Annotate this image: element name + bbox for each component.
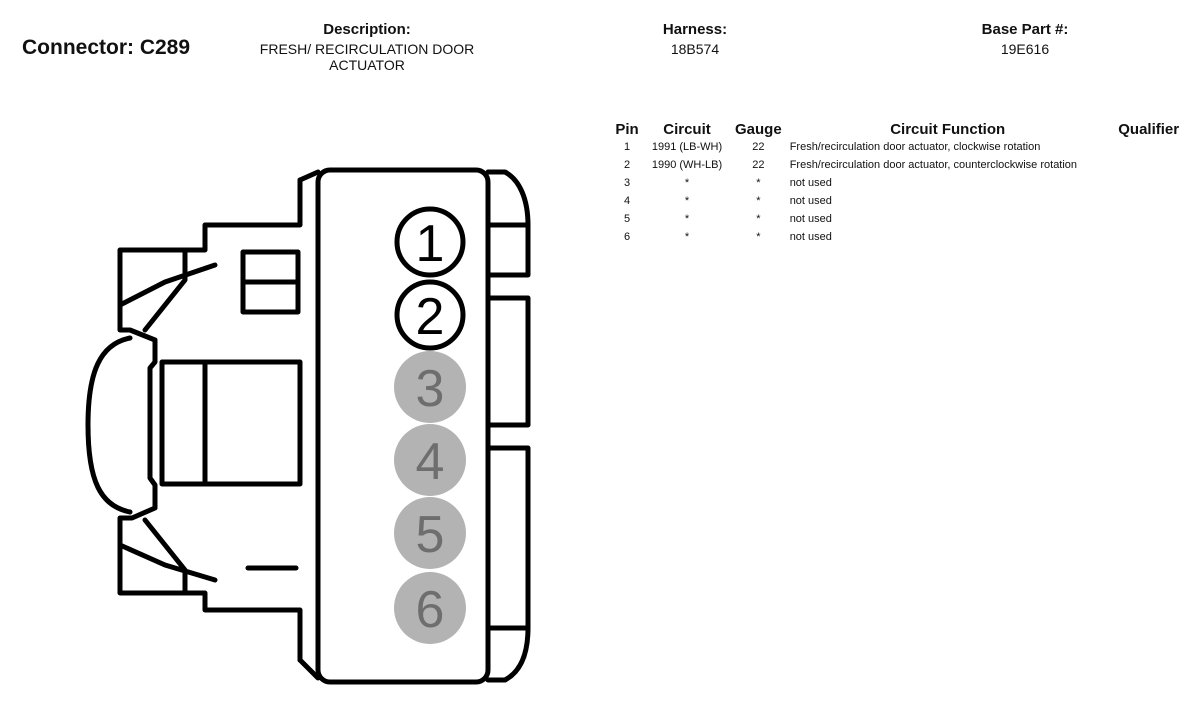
pin-6-fill bbox=[394, 572, 466, 644]
pin-cavity-6: 6 bbox=[394, 572, 466, 644]
cell-qualifier bbox=[1110, 210, 1188, 228]
pin-3-label: 3 bbox=[416, 360, 445, 418]
right-lock-bottom bbox=[485, 445, 531, 683]
cell-circuit: * bbox=[684, 177, 690, 189]
pin-4-fill bbox=[394, 424, 466, 496]
connector-diagram: 1 2 3 4 5 6 bbox=[85, 167, 531, 685]
cell-gauge: * bbox=[756, 231, 761, 243]
column-header-qualifier: Qualifier bbox=[1118, 121, 1180, 138]
column-header-pin: Pin bbox=[615, 121, 639, 138]
cell-pin: 1 bbox=[623, 141, 631, 153]
cell-circuit: * bbox=[684, 213, 690, 225]
cell-function: not used bbox=[789, 195, 832, 207]
pin-cavity-4: 4 bbox=[394, 424, 466, 496]
column-header-gauge: Gauge bbox=[735, 121, 782, 138]
cell-qualifier bbox=[1110, 156, 1188, 174]
cell-pin: 4 bbox=[623, 195, 631, 207]
pin-1-label: 1 bbox=[416, 215, 445, 273]
harness-label: Harness: bbox=[662, 21, 728, 38]
pin-1-ring bbox=[394, 206, 466, 278]
table-row: 3 * * not used bbox=[611, 174, 1188, 192]
table-row: 5 * * not used bbox=[611, 210, 1188, 228]
pin-table-header: Pin Circuit Gauge Circuit Function Quali… bbox=[611, 118, 1188, 138]
cell-gauge: * bbox=[756, 195, 761, 207]
cell-gauge: * bbox=[756, 177, 761, 189]
pin-3-fill bbox=[394, 351, 466, 423]
pin-2-ring bbox=[394, 279, 466, 351]
pin-cavity-5: 5 bbox=[394, 497, 466, 569]
cell-gauge: 22 bbox=[752, 159, 765, 171]
table-row: 6 * * not used bbox=[611, 228, 1188, 246]
cell-function: Fresh/recirculation door actuator, count… bbox=[789, 159, 1078, 171]
pin-table: Pin Circuit Gauge Circuit Function Quali… bbox=[611, 118, 1188, 246]
description-label: Description: bbox=[323, 21, 411, 38]
right-lock-middle bbox=[485, 295, 531, 428]
description-line-1: FRESH/ RECIRCULATION DOOR bbox=[259, 41, 475, 57]
pin-5-label: 5 bbox=[416, 506, 445, 564]
cell-circuit: * bbox=[684, 195, 690, 207]
cell-circuit: 1990 (WH-LB) bbox=[651, 159, 723, 171]
housing-rib-top bbox=[297, 169, 321, 681]
cell-pin: 6 bbox=[623, 231, 631, 243]
cell-qualifier bbox=[1110, 138, 1188, 156]
pin-cavity-3: 3 bbox=[394, 351, 466, 423]
description-line-2: ACTUATOR bbox=[329, 57, 405, 73]
cell-function: Fresh/recirculation door actuator, clock… bbox=[789, 141, 1041, 153]
pin-cavity-1: 1 bbox=[394, 206, 466, 278]
base-part-block: Base Part #: 19E616 bbox=[940, 21, 1110, 57]
latch-bump bbox=[85, 335, 133, 515]
table-row: 1 1991 (LB-WH) 22 Fresh/recirculation do… bbox=[611, 138, 1188, 156]
column-header-circuit-function: Circuit Function bbox=[890, 121, 1006, 138]
cell-qualifier bbox=[1110, 192, 1188, 210]
pin-5-fill bbox=[394, 497, 466, 569]
cell-function: not used bbox=[789, 177, 832, 189]
cell-gauge: 22 bbox=[752, 141, 765, 153]
harness-value: 18B574 bbox=[670, 41, 720, 57]
cell-pin: 5 bbox=[623, 213, 631, 225]
cell-circuit: 1991 (LB-WH) bbox=[651, 141, 723, 153]
table-row: 4 * * not used bbox=[611, 192, 1188, 210]
pin-6-label: 6 bbox=[416, 581, 445, 639]
harness-block: Harness: 18B574 bbox=[630, 21, 760, 57]
base-part-value: 19E616 bbox=[1000, 41, 1050, 57]
cell-pin: 3 bbox=[623, 177, 631, 189]
pin-4-label: 4 bbox=[416, 433, 445, 491]
inner-window bbox=[159, 359, 303, 487]
pin-2-label: 2 bbox=[416, 288, 445, 346]
latch-arm-lower bbox=[117, 517, 218, 596]
table-row: 2 1990 (WH-LB) 22 Fresh/recirculation do… bbox=[611, 156, 1188, 174]
base-part-label: Base Part #: bbox=[981, 21, 1069, 38]
cell-qualifier bbox=[1110, 174, 1188, 192]
latch-arm-upper bbox=[117, 247, 218, 333]
connector-title: Connector: C289 bbox=[22, 36, 191, 59]
description-block: Description: FRESH/ RECIRCULATION DOOR A… bbox=[236, 21, 498, 73]
cell-gauge: * bbox=[756, 213, 761, 225]
pin-cavity-2: 2 bbox=[394, 279, 466, 351]
cell-qualifier bbox=[1110, 228, 1188, 246]
right-lock-top bbox=[485, 169, 531, 278]
cell-circuit: * bbox=[684, 231, 690, 243]
cell-function: not used bbox=[789, 231, 832, 243]
cell-function: not used bbox=[789, 213, 832, 225]
cell-pin: 2 bbox=[623, 159, 631, 171]
column-header-circuit: Circuit bbox=[663, 121, 711, 138]
connector-housing-outline bbox=[117, 177, 303, 663]
